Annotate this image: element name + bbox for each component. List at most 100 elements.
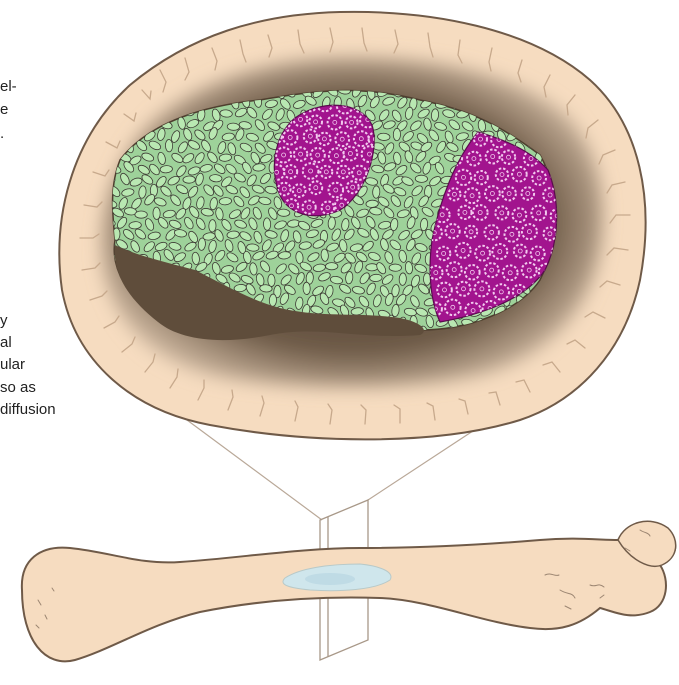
side-text-upper: el- e . [0,78,17,142]
rosette-nucleus [297,189,301,193]
rosette-nucleus [479,176,483,180]
rosette-nucleus [480,287,484,291]
rosette-nucleus [510,232,514,236]
rosette-nucleus [481,251,485,255]
green-cell [209,220,217,233]
rosette-nucleus [350,120,354,124]
rosette-nucleus [527,230,531,234]
rosette-nucleus [290,204,294,208]
rosette-nucleus [518,249,522,253]
rosette-nucleus [472,157,476,161]
green-cell [269,294,277,307]
side-text-line: y [0,312,8,329]
rosette-nucleus [282,153,286,157]
rosette-nucleus [527,268,531,272]
rosette-nucleus [340,203,344,207]
side-text-line: diffusion [0,401,56,418]
green-cell [415,175,428,182]
rosette-nucleus [470,270,474,274]
rosette-nucleus [299,152,303,156]
rosette-nucleus [442,252,446,256]
green-cell [165,139,173,152]
rosette-nucleus [316,153,320,157]
rosette-nucleus [498,250,502,254]
rosette-nucleus [508,271,512,275]
rosette-nucleus [517,172,521,176]
green-cell [393,128,400,141]
rosette-nucleus [517,213,521,217]
rosette-nucleus [526,192,530,196]
rosette-nucleus [529,157,533,161]
green-cell [366,264,379,271]
rosette-nucleus [536,252,540,256]
rosette-nucleus [499,290,503,294]
rosette-nucleus [322,137,326,141]
rosette-nucleus [334,188,338,192]
rosette-nucleus [490,268,494,272]
rosette-nucleus [452,268,456,272]
green-cell [268,274,276,287]
rosette-nucleus [461,248,465,252]
rosette-nucleus [471,309,475,313]
rosette-nucleus [299,117,303,121]
green-cell [103,87,117,98]
rosette-nucleus [443,288,447,292]
rosette-nucleus [348,152,352,156]
rosette-nucleus [490,230,494,234]
green-cell [377,133,390,141]
side-text-line: al [0,334,12,351]
rosette-nucleus [491,155,495,159]
green-cell [183,176,196,184]
rosette-nucleus [517,289,521,293]
rosette-nucleus [490,192,494,196]
cross-section [59,12,645,440]
rosette-nucleus [500,211,504,215]
rosette-nucleus [469,230,473,234]
rosette-nucleus [548,232,552,236]
green-cell [326,263,338,270]
bone-shaft [22,522,675,661]
rosette-nucleus [440,213,444,217]
rosette-nucleus [288,135,292,139]
rosette-nucleus [451,305,455,309]
rosette-nucleus [307,205,311,209]
side-text-line: el- [0,78,17,95]
rosette-nucleus [462,287,466,291]
rosette-nucleus [314,186,318,190]
green-cell [389,264,402,271]
rosette-nucleus [341,170,345,174]
rosette-nucleus [282,187,286,191]
rosette-nucleus [537,211,541,215]
rosette-nucleus [308,134,312,138]
rosette-nucleus [309,169,313,173]
rosette-nucleus [326,206,330,210]
rosette-nucleus [479,137,483,141]
green-cell [372,186,380,199]
rosette-nucleus [478,211,482,215]
side-text-lower: y al ular so as diffusion [0,312,56,418]
rosette-nucleus [351,185,355,189]
rosette-nucleus [275,170,279,174]
rosette-nucleus [507,192,511,196]
green-cell [227,123,240,131]
rosette-nucleus [368,152,372,156]
long-bone [22,521,676,661]
green-cell [263,218,271,231]
side-text-line: so as [0,379,36,396]
rosette-nucleus [507,155,511,159]
green-cell [303,282,311,295]
green-cell [399,273,407,286]
side-text-line: e [0,101,8,118]
rosette-nucleus [289,170,293,174]
side-text-line: . [0,125,4,142]
rosette-nucleus [333,120,337,124]
rosette-nucleus [463,210,467,214]
rosette-nucleus [500,173,504,177]
rosette-nucleus [314,120,318,124]
green-cell [366,200,379,208]
green-cell [277,209,290,217]
side-text-line: ular [0,356,25,373]
rosette-nucleus [340,137,344,141]
rosette-nucleus [434,271,438,275]
rosette-nucleus [452,192,456,196]
